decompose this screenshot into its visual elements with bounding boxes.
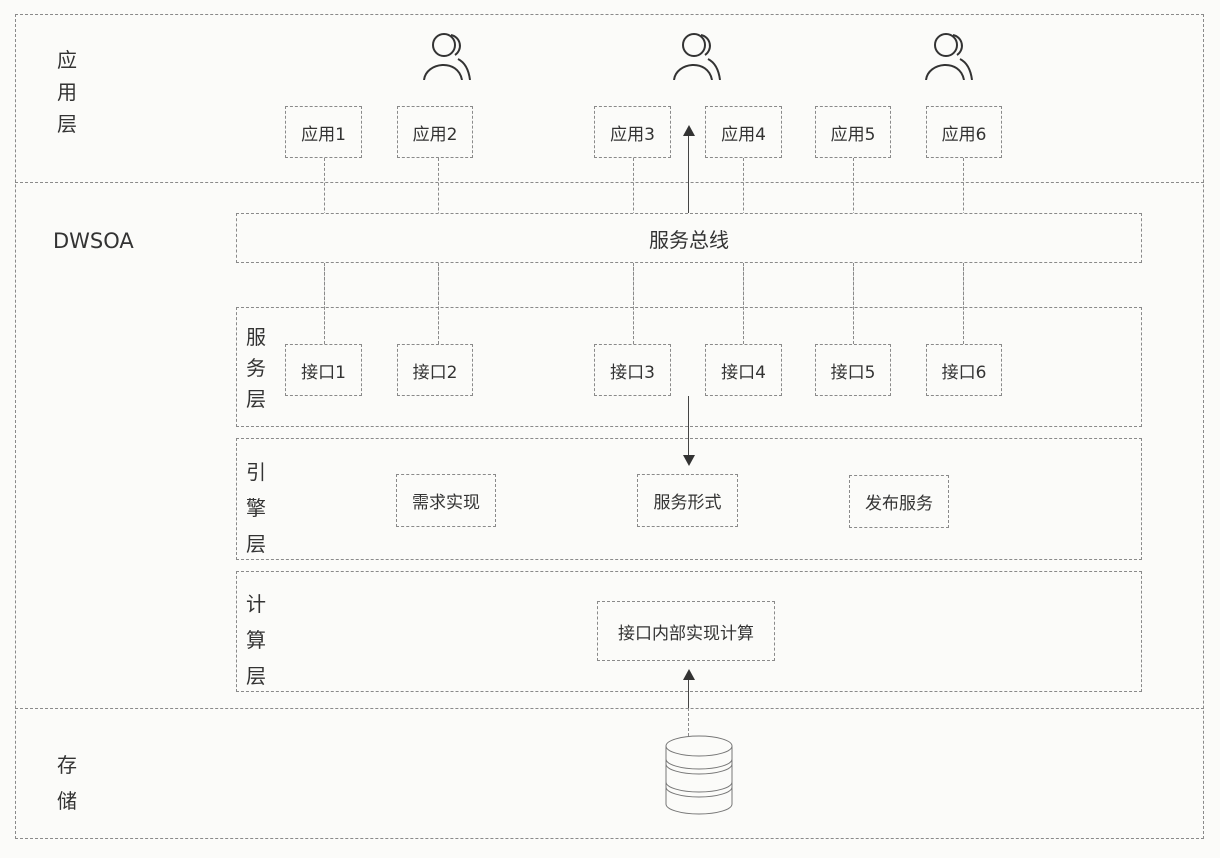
label-char: 擎 — [246, 496, 266, 520]
arrow-storage-to-compute-dashed — [688, 708, 689, 736]
interface-box[interactable]: 接口1 — [285, 344, 362, 396]
users-icon — [673, 33, 721, 80]
connector-segment — [743, 263, 744, 344]
label-char: 计 — [246, 592, 266, 616]
service-layer-label: 服 务 层 — [244, 322, 268, 415]
connector-segment — [963, 263, 964, 344]
dwsoa-label: DWSOA — [53, 229, 134, 253]
compute-component-box[interactable]: 接口内部实现计算 — [597, 601, 775, 661]
engine-layer — [236, 438, 1142, 560]
connector-segment — [438, 263, 439, 344]
label-char: 引 — [246, 460, 266, 484]
label-char: 应 — [57, 48, 77, 72]
arrow-up-icon — [683, 669, 695, 680]
label-char: 用 — [57, 80, 77, 104]
compute-layer-label: 计 算 层 — [244, 586, 268, 694]
label-char: 层 — [57, 112, 77, 136]
divider-dwsoa-storage — [15, 708, 1204, 709]
arrow-down-icon — [683, 455, 695, 466]
interface-box[interactable]: 接口2 — [397, 344, 473, 396]
interface-box[interactable]: 接口5 — [815, 344, 891, 396]
interface-box[interactable]: 接口3 — [594, 344, 671, 396]
storage-layer-label: 存 储 — [55, 747, 79, 819]
application-box[interactable]: 应用3 — [594, 106, 671, 158]
service-bus-label: 服务总线 — [649, 227, 729, 252]
arrow-bus-to-apps-line — [688, 135, 689, 215]
service-layer — [236, 307, 1142, 427]
engine-component-box[interactable]: 发布服务 — [849, 475, 949, 528]
users-icon — [423, 33, 471, 80]
compute-layer — [236, 571, 1142, 692]
application-layer-label: 应 用 层 — [55, 44, 79, 140]
engine-component-box[interactable]: 服务形式 — [637, 474, 738, 527]
label-char: 务 — [246, 356, 266, 380]
engine-component-box[interactable]: 需求实现 — [396, 474, 496, 527]
label-char: 算 — [246, 628, 266, 652]
interface-box[interactable]: 接口6 — [926, 344, 1002, 396]
connector-segment — [324, 263, 325, 344]
engine-layer-label: 引 擎 层 — [244, 454, 268, 562]
application-box[interactable]: 应用4 — [705, 106, 782, 158]
diagram-frame — [15, 14, 1204, 839]
application-box[interactable]: 应用5 — [815, 106, 891, 158]
interface-box[interactable]: 接口4 — [705, 344, 782, 396]
connector-segment — [853, 263, 854, 344]
arrow-storage-to-compute-line — [688, 675, 689, 708]
arrow-service-to-engine-line — [688, 396, 689, 456]
arrow-up-icon — [683, 125, 695, 136]
users-icon — [925, 33, 973, 80]
connector-segment — [633, 263, 634, 344]
divider-application-dwsoa — [15, 182, 1204, 183]
label-char: 层 — [246, 664, 266, 688]
application-box[interactable]: 应用2 — [397, 106, 473, 158]
label-char: 服 — [246, 325, 266, 349]
service-bus[interactable]: 服务总线 — [236, 213, 1142, 263]
application-box[interactable]: 应用1 — [285, 106, 362, 158]
label-char: 储 — [57, 789, 77, 813]
label-char: 层 — [246, 532, 266, 556]
label-char: 层 — [246, 387, 266, 411]
label-char: 存 — [57, 753, 77, 777]
application-box[interactable]: 应用6 — [926, 106, 1002, 158]
database-icon — [665, 735, 733, 815]
